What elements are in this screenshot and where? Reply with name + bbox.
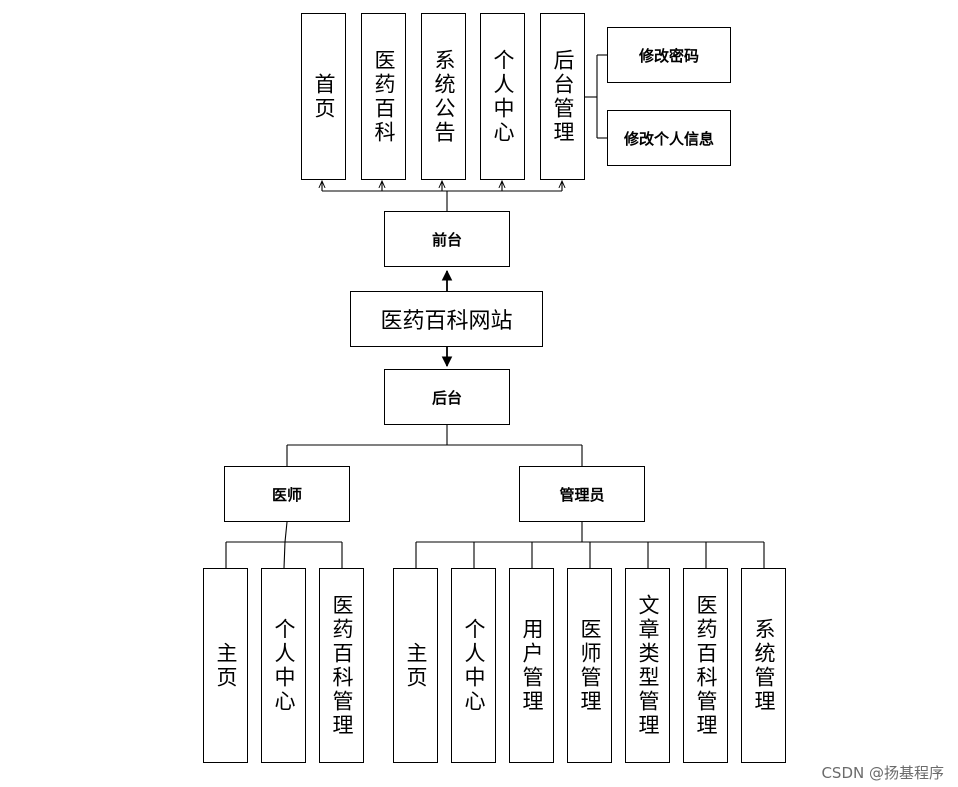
admin-module-home: 主页 xyxy=(393,568,438,763)
submenu-edit-profile: 修改个人信息 xyxy=(607,110,731,166)
admin-module-system-management: 系统管理 xyxy=(741,568,786,763)
frontend-module-medical-encyclopedia: 医药百科 xyxy=(361,13,406,180)
frontend-module-backend-management: 后台管理 xyxy=(540,13,585,180)
backend-node: 后台 xyxy=(384,369,510,425)
admin-module-user-management: 用户管理 xyxy=(509,568,554,763)
doctor-module-personal-center: 个人中心 xyxy=(261,568,306,763)
root-node: 医药百科网站 xyxy=(350,291,543,347)
frontend-node: 前台 xyxy=(384,211,510,267)
doctor-module-home: 主页 xyxy=(203,568,248,763)
frontend-module-home: 首页 xyxy=(301,13,346,180)
admin-module-article-type-management: 文章类型管理 xyxy=(625,568,670,763)
admin-module-encyclopedia-management: 医药百科管理 xyxy=(683,568,728,763)
frontend-module-system-notice: 系统公告 xyxy=(421,13,466,180)
frontend-module-personal-center: 个人中心 xyxy=(480,13,525,180)
admin-node: 管理员 xyxy=(519,466,645,522)
watermark: CSDN @扬基程序 xyxy=(821,764,944,782)
admin-module-doctor-management: 医师管理 xyxy=(567,568,612,763)
doctor-module-encyclopedia-management: 医药百科管理 xyxy=(319,568,364,763)
admin-module-personal-center: 个人中心 xyxy=(451,568,496,763)
doctor-node: 医师 xyxy=(224,466,350,522)
submenu-change-password: 修改密码 xyxy=(607,27,731,83)
